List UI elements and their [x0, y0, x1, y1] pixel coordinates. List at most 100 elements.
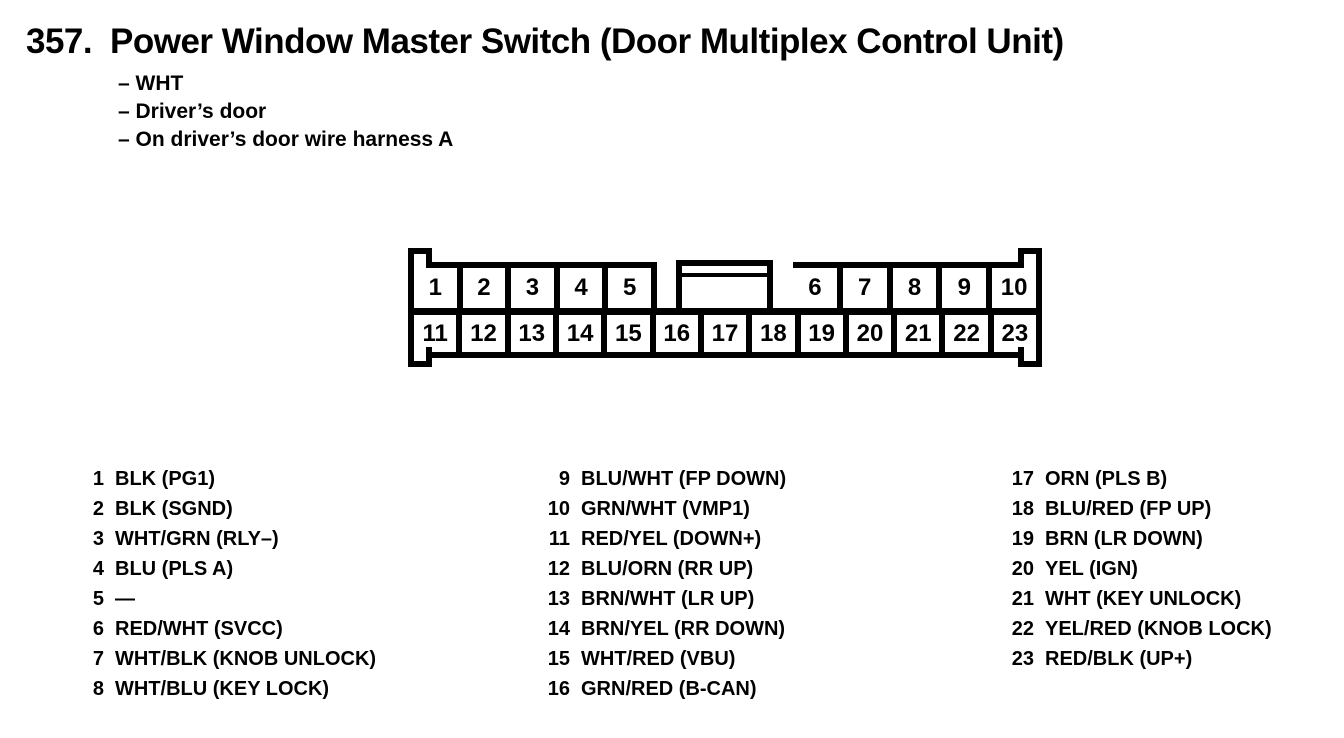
pin-row: 15 WHT/RED (VBU)	[544, 644, 786, 674]
connector-pin-cell: 18	[752, 315, 801, 352]
pin-wire-label: WHT/RED (VBU)	[581, 647, 736, 670]
connector-corner-tab-top-right	[1018, 248, 1042, 268]
connector-pin-cell: 21	[897, 315, 946, 352]
figure-title: Power Window Master Switch (Door Multipl…	[110, 22, 1064, 61]
pin-wire-label: BLK (SGND)	[115, 497, 233, 520]
top-left-pin-group: 1 2 3 4 5	[414, 262, 657, 308]
pin-wire-label: RED/YEL (DOWN+)	[581, 527, 762, 550]
connector-bottom-row: 11 12 13 14 15 16 17 18 19 20	[414, 315, 1037, 352]
pin-row: 9 BLU/WHT (FP DOWN)	[544, 464, 786, 494]
pin-wire-label: RED/WHT (SVCC)	[115, 617, 283, 640]
pin-wire-label: BLU/WHT (FP DOWN)	[581, 467, 787, 490]
connector-notes: – WHT – Driver’s door – On driver’s door…	[118, 70, 453, 154]
connector-pin-cell: 11	[414, 315, 463, 352]
connector-row-divider	[414, 308, 1036, 315]
pin-wire-label: WHT/GRN (RLY–)	[115, 527, 279, 550]
pin-row: 6 RED/WHT (SVCC)	[88, 614, 376, 644]
pin-wire-label: WHT/BLK (KNOB UNLOCK)	[115, 647, 377, 670]
connector-pin-cell: 15	[607, 315, 656, 352]
connector-pin-cell: 23	[993, 315, 1037, 352]
pin-row: 3 WHT/GRN (RLY–)	[88, 524, 376, 554]
pin-wire-label: BLU (PLS A)	[115, 557, 234, 580]
connector-pin-cell: 1	[414, 262, 463, 308]
connector-keyway	[676, 260, 773, 308]
pin-legend-column-1: 1 BLK (PG1) 2 BLK (SGND) 3 WHT/GRN (RLY–…	[88, 464, 376, 704]
pin-row: 12 BLU/ORN (RR UP)	[544, 554, 786, 584]
pin-row: 7 WHT/BLK (KNOB UNLOCK)	[88, 644, 376, 674]
pin-row: 11 RED/YEL (DOWN+)	[544, 524, 786, 554]
pin-row: 18 BLU/RED (FP UP)	[1006, 494, 1272, 524]
pin-row: 8 WHT/BLU (KEY LOCK)	[88, 674, 376, 704]
pin-wire-label: BRN/YEL (RR DOWN)	[581, 617, 786, 640]
pin-row: 4 BLU (PLS A)	[88, 554, 376, 584]
pin-row: 21 WHT (KEY UNLOCK)	[1006, 584, 1272, 614]
pin-row: 22 YEL/RED (KNOB LOCK)	[1006, 614, 1272, 644]
pin-row: 19 BRN (LR DOWN)	[1006, 524, 1272, 554]
connector-pin-cell: 13	[510, 315, 559, 352]
pin-wire-label: BLK (PG1)	[115, 467, 215, 490]
pin-number: 3	[92, 527, 104, 550]
connector-pin-cell: 9	[942, 262, 993, 308]
connector-gap-right	[773, 262, 793, 308]
pin-number: 21	[1011, 587, 1034, 610]
connector-pin-cell: 6	[793, 262, 843, 308]
pin-wire-label: GRN/RED (B-CAN)	[581, 677, 757, 700]
pin-number: 9	[558, 467, 570, 490]
note-line: – WHT	[118, 72, 184, 95]
pin-row: 10 GRN/WHT (VMP1)	[544, 494, 786, 524]
pin-row: 20 YEL (IGN)	[1006, 554, 1272, 584]
pin-number: 5	[92, 587, 104, 610]
connector-pin-cell: 12	[462, 315, 511, 352]
pin-wire-label: —	[115, 587, 135, 610]
connector-pin-cell: 17	[703, 315, 753, 352]
pin-number: 18	[1011, 497, 1034, 520]
pin-number: 16	[547, 677, 570, 700]
connector-pin-cell: 7	[842, 262, 893, 308]
figure-number: 357.	[26, 22, 93, 61]
pin-number: 23	[1011, 647, 1034, 670]
pin-row: 16 GRN/RED (B-CAN)	[544, 674, 786, 704]
connector-pin-cell: 14	[558, 315, 608, 352]
top-right-pin-group: 6 7 8 9 10	[793, 262, 1036, 308]
pin-number: 10	[547, 497, 570, 520]
pin-number: 22	[1011, 617, 1034, 640]
pin-number: 8	[92, 677, 104, 700]
pin-wire-label: ORN (PLS B)	[1045, 467, 1168, 490]
pin-number: 4	[92, 557, 104, 580]
connector-pin-cell: 2	[462, 262, 512, 308]
pin-number: 12	[547, 557, 570, 580]
connector-corner-tab-top-left	[408, 248, 432, 268]
pin-wire-label: RED/BLK (UP+)	[1045, 647, 1193, 670]
connector-pin-cell: 3	[511, 262, 560, 308]
pin-wire-label: BLU/RED (FP UP)	[1045, 497, 1212, 520]
pin-row: 5 —	[88, 584, 376, 614]
pin-legend-column-3: 17 ORN (PLS B) 18 BLU/RED (FP UP) 19 BRN…	[1006, 464, 1272, 674]
pin-row: 13 BRN/WHT (LR UP)	[544, 584, 786, 614]
connector-pin-cell: 8	[892, 262, 943, 308]
pin-number: 1	[92, 467, 104, 490]
connector-pin-cell: 19	[800, 315, 849, 352]
pin-row: 23 RED/BLK (UP+)	[1006, 644, 1272, 674]
pin-number: 13	[547, 587, 570, 610]
pin-row: 17 ORN (PLS B)	[1006, 464, 1272, 494]
pin-wire-label: BRN (LR DOWN)	[1045, 527, 1203, 550]
pin-number: 17	[1011, 467, 1034, 490]
connector-pin-cell: 10	[992, 262, 1036, 308]
keyway-latch-line	[682, 273, 767, 277]
pin-number: 6	[92, 617, 104, 640]
pin-wire-label: YEL (IGN)	[1045, 557, 1138, 580]
pin-row: 1 BLK (PG1)	[88, 464, 376, 494]
pin-number: 14	[547, 617, 570, 640]
pin-wire-label: BRN/WHT (LR UP)	[581, 587, 755, 610]
pin-row: 14 BRN/YEL (RR DOWN)	[544, 614, 786, 644]
connector-corner-tab-bottom-left	[408, 347, 432, 367]
pin-number: 15	[547, 647, 570, 670]
note-line: – On driver’s door wire harness A	[118, 128, 454, 151]
connector-gap-left	[657, 262, 676, 308]
pin-wire-label: WHT/BLU (KEY LOCK)	[115, 677, 330, 700]
connector-diagram: 1 2 3 4 5	[408, 248, 1042, 367]
pin-legend-column-2: 9 BLU/WHT (FP DOWN) 10 GRN/WHT (VMP1) 11…	[544, 464, 786, 704]
pin-wire-label: YEL/RED (KNOB LOCK)	[1045, 617, 1272, 640]
pin-number: 2	[92, 497, 104, 520]
